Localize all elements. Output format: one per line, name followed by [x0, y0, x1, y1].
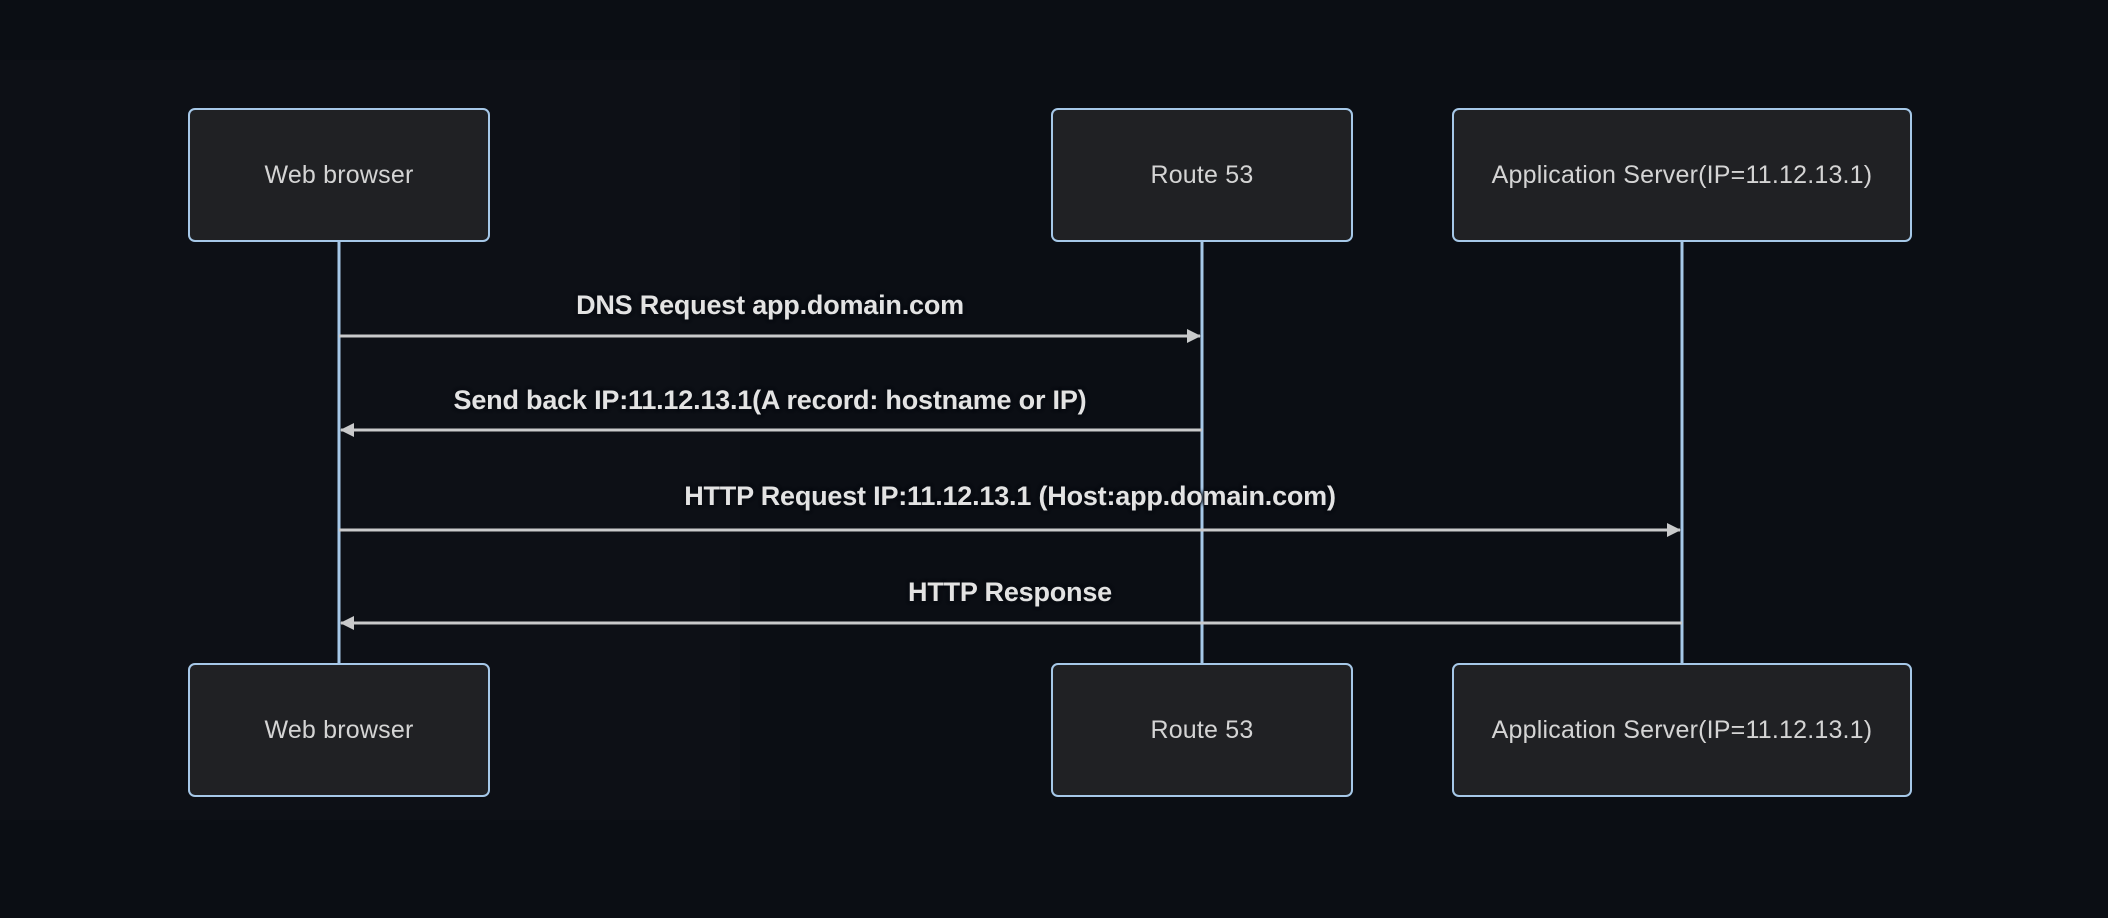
message-label-4: HTTP Response — [908, 577, 1112, 607]
participant-box-route-53-bottom[interactable]: Route 53 — [1051, 663, 1353, 797]
lifelines-group — [337, 242, 1684, 663]
participant-label-application-server: Application Server(IP=11.12.13.1) — [1491, 715, 1873, 744]
participant-box-route-53-top[interactable]: Route 53 — [1051, 108, 1353, 242]
participant-label-web-browser: Web browser — [264, 160, 414, 189]
participant-label-route-53: Route 53 — [1150, 715, 1254, 744]
message-label-1: DNS Request app.domain.com — [576, 290, 964, 320]
participant-label-web-browser: Web browser — [264, 715, 414, 744]
participant-box-application-server-bottom[interactable]: Application Server(IP=11.12.13.1) — [1452, 663, 1912, 797]
participant-label-route-53: Route 53 — [1150, 160, 1254, 189]
participant-box-application-server-top[interactable]: Application Server(IP=11.12.13.1) — [1452, 108, 1912, 242]
participant-label-application-server: Application Server(IP=11.12.13.1) — [1491, 160, 1873, 189]
participant-box-web-browser-bottom[interactable]: Web browser — [188, 663, 490, 797]
message-label-3: HTTP Request IP:11.12.13.1 (Host:app.dom… — [684, 481, 1336, 511]
message-label-2: Send back IP:11.12.13.1(A record: hostna… — [453, 385, 1087, 415]
arrows-group — [339, 329, 1682, 630]
participant-box-web-browser-top[interactable]: Web browser — [188, 108, 490, 242]
